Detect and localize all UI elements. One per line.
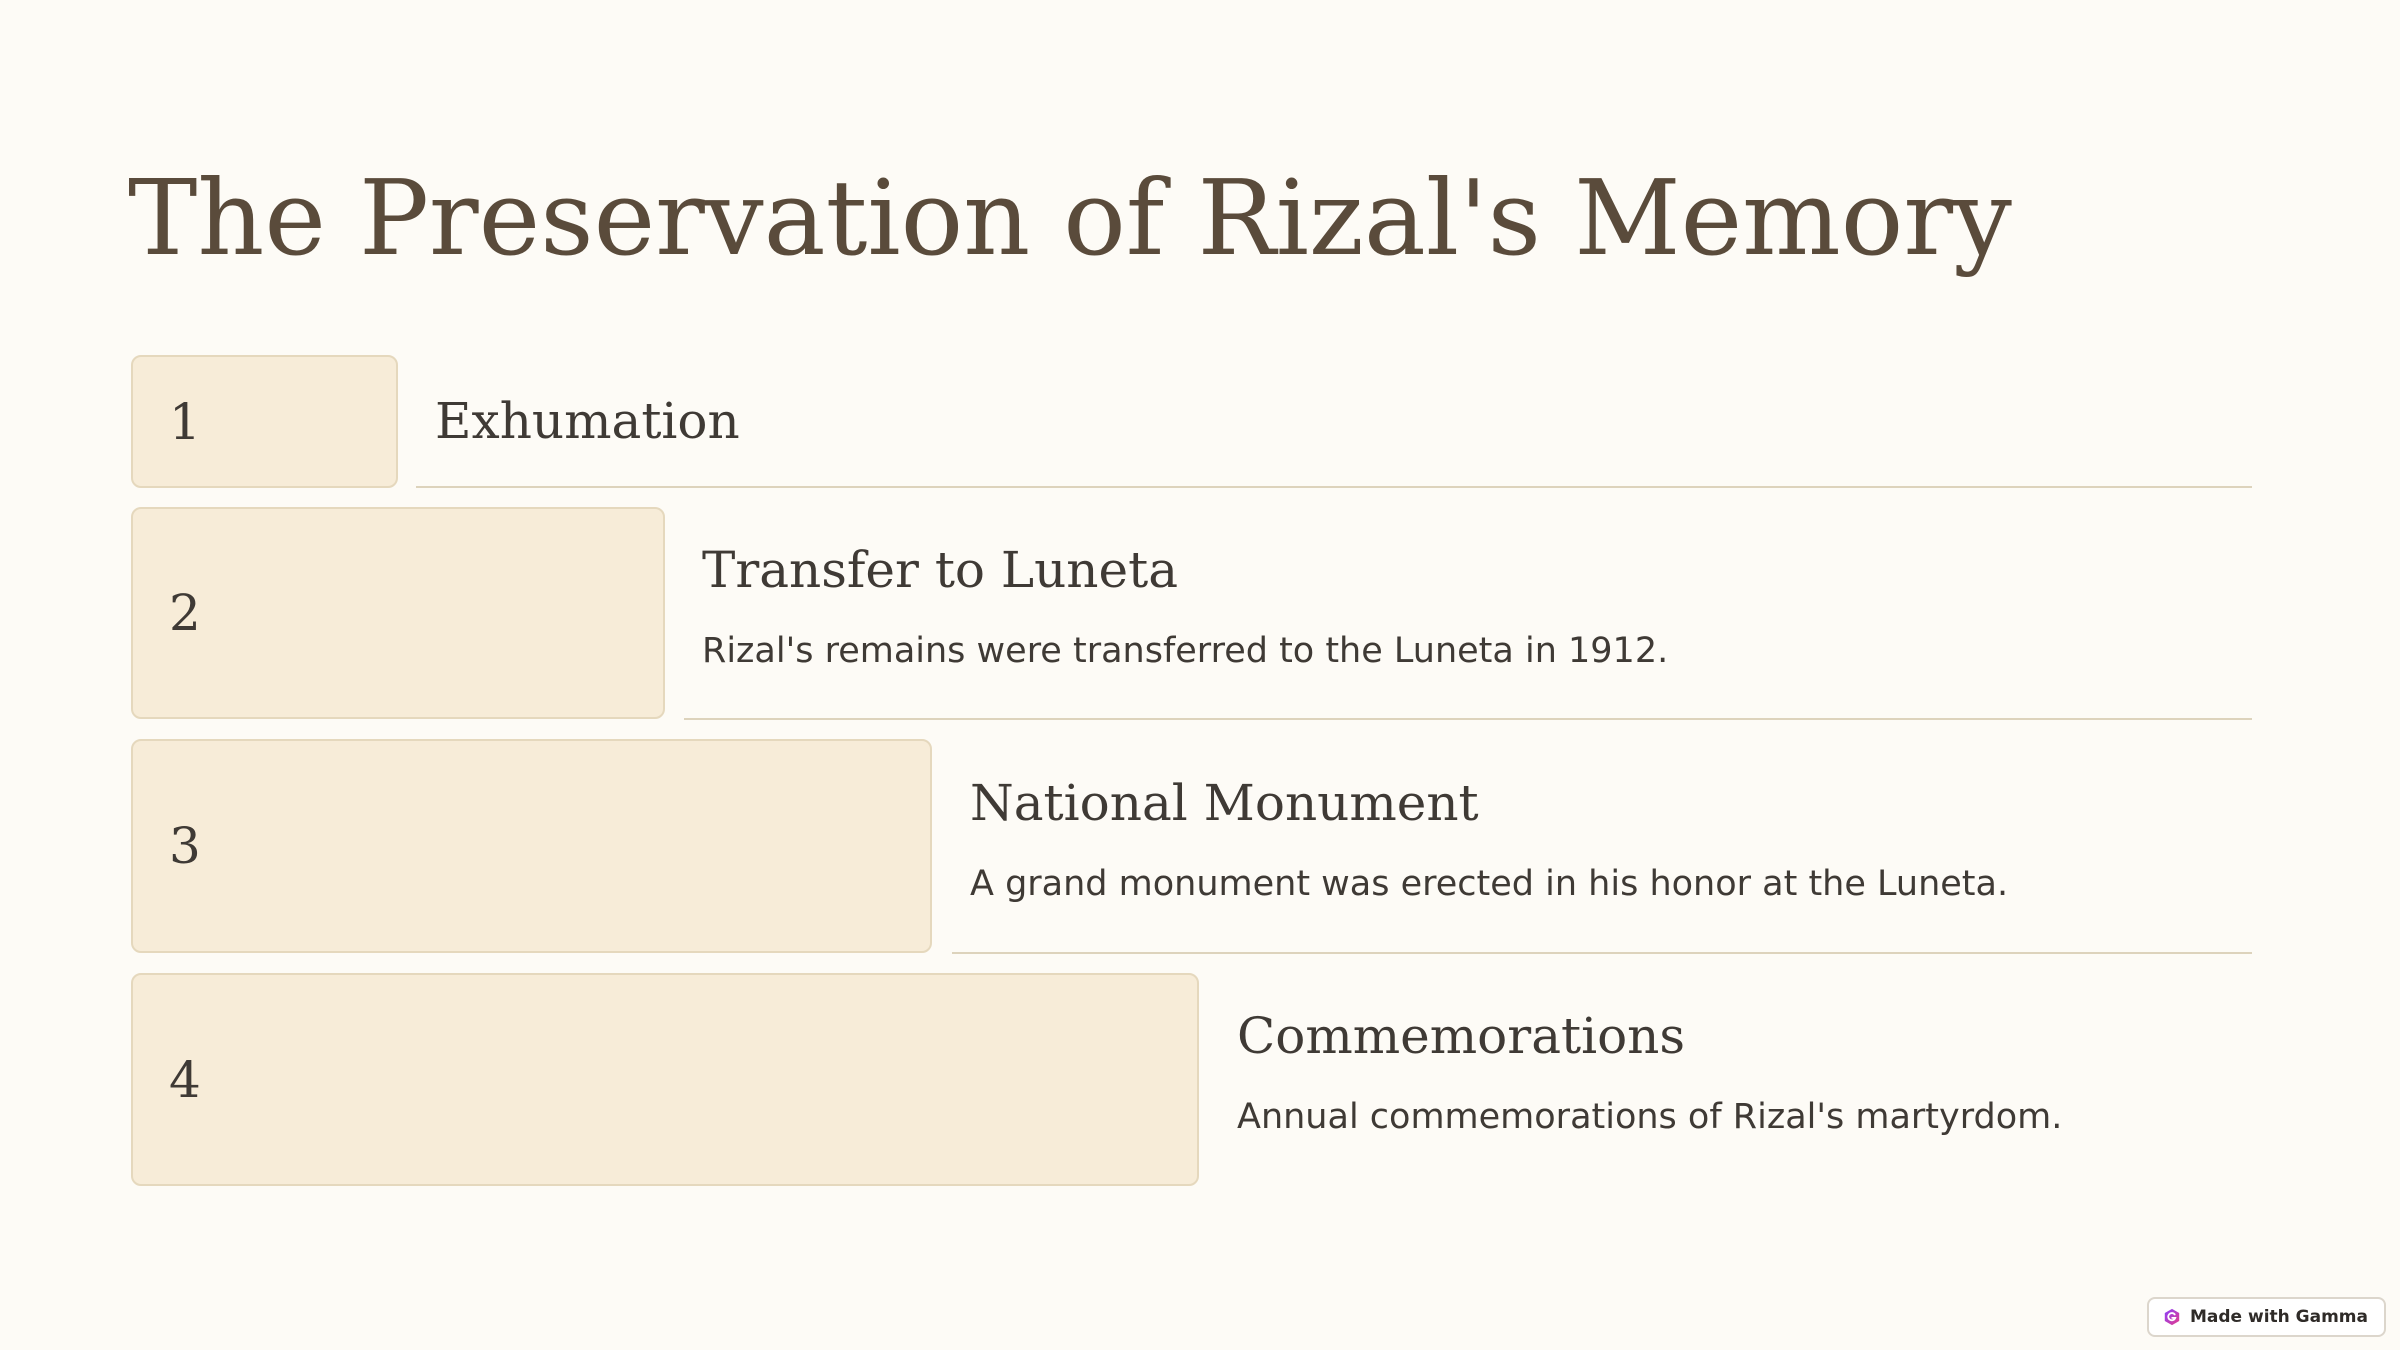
step-3-number-box: 3 — [131, 739, 932, 953]
step-4-number-box: 4 — [131, 973, 1199, 1186]
step-1-number-box: 1 — [131, 355, 398, 488]
made-with-gamma-badge[interactable]: Made with Gamma — [2146, 1297, 2386, 1337]
slide-title: The Preservation of Rizal's Memory — [128, 157, 2012, 279]
step-4-description: Annual commemorations of Rizal's martyrd… — [1237, 1097, 2063, 1137]
step-1-heading: Exhumation — [435, 392, 740, 450]
step-2-description: Rizal's remains were transferred to the … — [702, 631, 1669, 671]
step-3-number: 3 — [169, 817, 201, 875]
step-2-heading: Transfer to Luneta — [702, 541, 1179, 599]
gamma-logo-icon — [2164, 1308, 2180, 1326]
made-with-gamma-label: Made with Gamma — [2189, 1307, 2368, 1327]
step-3-heading: National Monument — [970, 774, 1479, 832]
step-2-divider — [684, 718, 2252, 720]
step-4-heading: Commemorations — [1237, 1007, 1686, 1065]
step-3-description: A grand monument was erected in his hono… — [970, 864, 2009, 904]
step-1-divider — [416, 486, 2252, 488]
step-1-number: 1 — [169, 392, 201, 451]
step-3-divider — [952, 952, 2252, 954]
step-2-number: 2 — [169, 584, 201, 642]
step-4-number: 4 — [169, 1050, 201, 1109]
step-2-number-box: 2 — [131, 507, 665, 719]
